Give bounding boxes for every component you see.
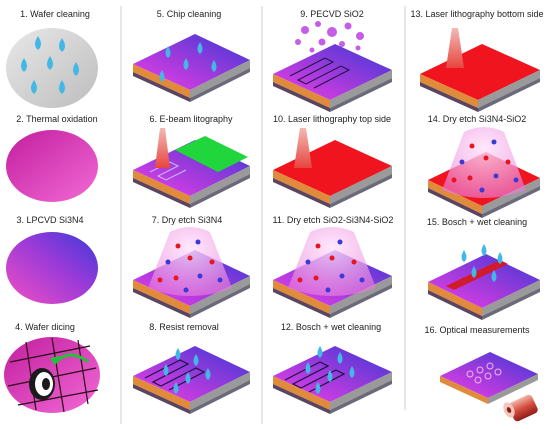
step-14: 14. Dry etch Si3N4-SiO2 [428, 114, 540, 218]
ebeam-cone [155, 128, 170, 168]
step-9: 9. PECVD SiO2 [273, 9, 392, 112]
step-label: 14. Dry etch Si3N4-SiO2 [428, 114, 527, 124]
step-15: 15. Bosch + wet cleaning [427, 217, 540, 320]
waveguide-pattern [144, 359, 206, 391]
chip [133, 346, 250, 414]
step-13: 13. Laser lithography bottom side [410, 9, 544, 112]
chip [420, 44, 540, 112]
chip [273, 346, 392, 414]
step-16: 16. Optical measurements [424, 325, 538, 422]
step-label: 10. Laser lithography top side [273, 114, 391, 124]
plasma-cloud [288, 227, 376, 296]
step-3: 3. LPCVD Si3N4 [6, 215, 98, 304]
step-label: 9. PECVD SiO2 [300, 9, 364, 19]
step-label: 5. Chip cleaning [157, 9, 222, 19]
step-11: 11. Dry etch SiO2-Si3N4-SiO2 [273, 215, 394, 318]
waveguide-pattern [289, 57, 351, 89]
wafer [6, 28, 98, 108]
curved-arrow-icon [54, 353, 89, 364]
deposition-particles [295, 21, 364, 53]
plasma-cloud [442, 127, 526, 198]
water-drops [163, 348, 211, 394]
ring-resonator-array [466, 362, 502, 384]
water-drops [21, 36, 79, 94]
step-label: 2. Thermal oxidation [16, 114, 97, 124]
step-4: 4. Wafer dicing [4, 322, 100, 413]
step-label: 7. Dry etch Si3N4 [152, 215, 223, 225]
chip [133, 34, 250, 102]
plasma-ions [297, 239, 365, 293]
step-label: 13. Laser lithography bottom side [410, 9, 543, 19]
plasma-cloud [148, 227, 232, 296]
step-label: 16. Optical measurements [424, 325, 530, 335]
step-2: 2. Thermal oxidation [6, 114, 98, 202]
chip [440, 352, 538, 404]
chip [133, 140, 250, 208]
water-drops [461, 244, 503, 282]
chip [273, 44, 392, 112]
step-label: 6. E-beam litography [149, 114, 233, 124]
plasma-ions [157, 239, 223, 293]
chip [428, 254, 540, 320]
wafer-oxidized [6, 130, 98, 202]
step-label: 4. Wafer dicing [15, 322, 75, 332]
step-label: 11. Dry etch SiO2-Si3N4-SiO2 [273, 215, 394, 225]
step-12: 12. Bosch + wet cleaning [273, 322, 392, 414]
step-5: 5. Chip cleaning [133, 9, 250, 102]
chip [273, 140, 392, 208]
step-10: 10. Laser lithography top side [273, 114, 392, 208]
step-7: 7. Dry etch Si3N4 [133, 215, 250, 318]
step-label: 15. Bosch + wet cleaning [427, 217, 527, 227]
optical-fiber-icon [503, 394, 538, 422]
ebeam-exposed-area [175, 136, 248, 172]
arrow-head-icon [50, 356, 60, 366]
etched-trench [446, 260, 508, 290]
water-drops [305, 346, 355, 394]
step-label: 3. LPCVD Si3N4 [16, 215, 83, 225]
dicing-saw-icon [29, 368, 55, 400]
step-6: 6. E-beam litography [133, 114, 250, 208]
laser-beam [446, 28, 464, 68]
wafer-nitride [6, 232, 98, 304]
plasma-ions [451, 139, 519, 193]
step-8: 8. Resist removal [133, 322, 250, 414]
step-label: 8. Resist removal [149, 322, 219, 332]
step-label: 12. Bosch + wet cleaning [281, 322, 381, 332]
dicing-grid [7, 337, 99, 413]
step-label: 1. Wafer cleaning [20, 9, 90, 19]
step-1: 1. Wafer cleaning [6, 9, 98, 108]
water-drops [159, 42, 217, 82]
laser-beam [294, 128, 312, 168]
waveguide-pattern [284, 361, 346, 393]
